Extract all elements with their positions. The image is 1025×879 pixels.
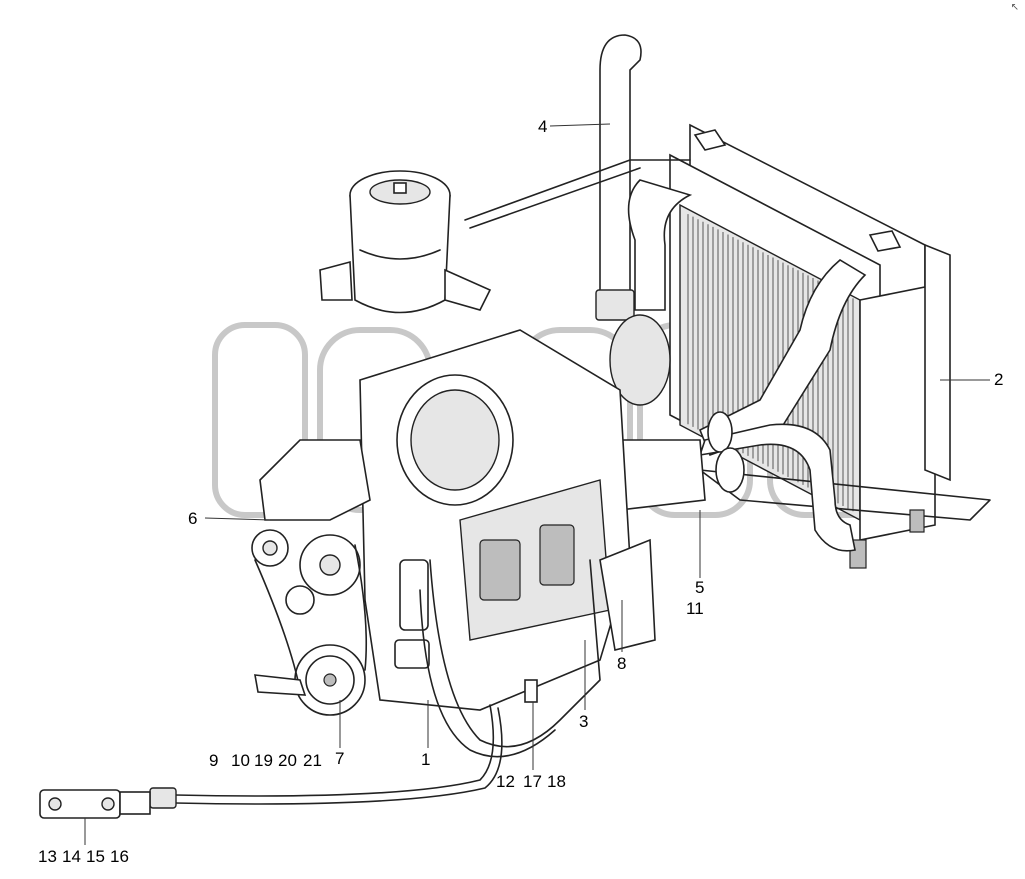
callout-5: 5 — [695, 578, 705, 597]
callout-1: 1 — [421, 750, 431, 769]
callout-15: 15 — [86, 847, 105, 866]
callout-21: 21 — [303, 751, 322, 770]
hoses — [39, 559, 601, 819]
corner-arrow-icon: ↖ — [1010, 2, 1019, 13]
callout-2: 2 — [994, 370, 1004, 389]
callout-7: 7 — [335, 749, 345, 768]
air-cleaner — [319, 170, 492, 314]
callout-20: 20 — [278, 751, 297, 770]
exhaust-pipe — [595, 34, 642, 321]
callout-3: 3 — [579, 712, 589, 731]
callout-10: 10 — [231, 751, 250, 770]
callout-18: 18 — [547, 772, 566, 791]
callout-11: 11 — [686, 599, 704, 618]
callout-19: 19 — [254, 751, 273, 770]
callout-12: 12 — [496, 772, 515, 791]
callout-4: 4 — [538, 117, 548, 136]
callout-8: 8 — [617, 654, 627, 673]
callout-13: 13 — [38, 847, 57, 866]
callout-14: 14 — [62, 847, 81, 866]
callout-16: 16 — [110, 847, 129, 866]
callout-6: 6 — [188, 509, 198, 528]
engine-block — [259, 329, 656, 711]
callout-17: 17 — [523, 772, 542, 791]
leader-lines — [84, 123, 990, 845]
pulleys — [251, 529, 368, 716]
callout-9: 9 — [209, 751, 219, 770]
